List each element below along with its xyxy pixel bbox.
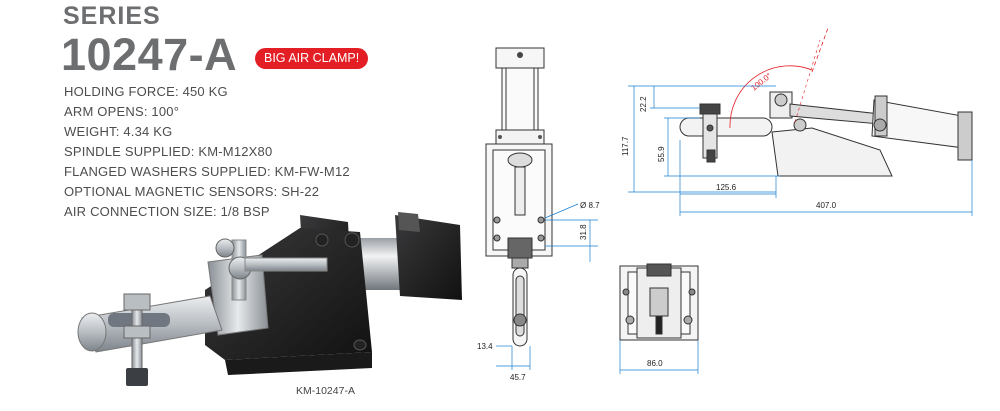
dim-arm-width: 13.4 [477,342,493,351]
spec-washers: FLANGED WASHERS SUPPLIED: KM-FW-M12 [64,164,350,179]
spec-weight: WEIGHT: 4.34 KG [64,124,173,139]
side-view-dimensions [628,85,973,216]
spec-air-connection: AIR CONNECTION SIZE: 1/8 BSP [64,204,270,219]
dim-base-width-bottom: 86.0 [647,359,663,368]
front-view-dimensions [496,203,598,370]
promo-badge: BIG AIR CLAMP! [255,48,369,69]
model-number: 10247-A [61,29,238,80]
dim-total-length: 407.0 [816,201,837,210]
spec-list: HOLDING FORCE: 450 KG ARM OPENS: 100° WE… [64,82,350,222]
dim-hole-diameter: Ø 8.7 [580,201,600,210]
dim-base-width: 45.7 [510,373,526,382]
dim-total-height: 117.7 [621,136,630,156]
bottom-view-drawing [619,263,699,341]
dim-top-offset: 22.2 [639,96,648,112]
dim-opening-angle: 100.0° [749,71,773,92]
dim-arm-reach: 125.6 [716,183,737,192]
dim-slot-length: 31.8 [579,224,588,240]
spec-arm-opens: ARM OPENS: 100° [64,104,180,119]
spec-spindle: SPINDLE SUPPLIED: KM-M12X80 [64,144,273,159]
bottom-view-dimensions [619,340,699,374]
side-view-drawing [679,91,973,177]
arm-angle-arc [729,65,813,129]
photo-caption: KM-10247-A [296,385,355,397]
clamp-photo [77,212,462,386]
dim-mid-height: 55.9 [657,146,666,162]
spec-sensors: OPTIONAL MAGNETIC SENSORS: SH-22 [64,184,320,199]
spec-holding-force: HOLDING FORCE: 450 KG [64,84,228,99]
series-label: SERIES [63,2,161,30]
front-view-drawing [485,47,553,347]
